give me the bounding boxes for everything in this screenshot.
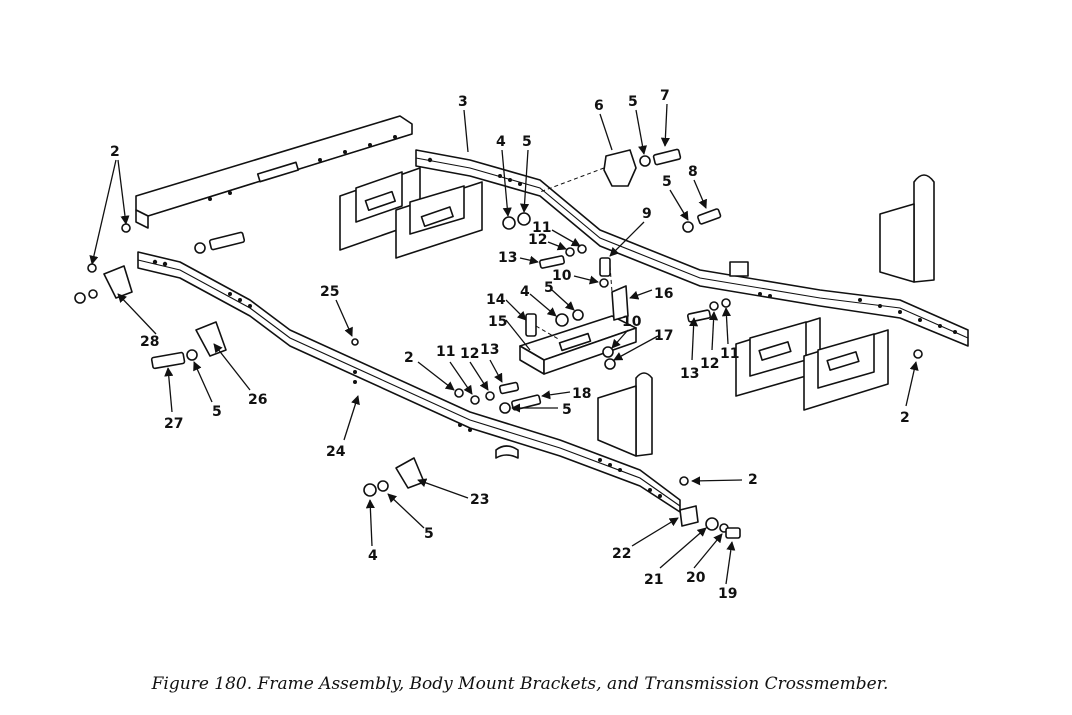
callout-5-b: 5 [628, 94, 638, 110]
callout-4-b: 4 [520, 284, 530, 300]
callout-26: 26 [248, 392, 267, 408]
leader-lines [89, 103, 919, 585]
hardware [74, 148, 923, 539]
callout-2-d: 2 [748, 472, 758, 488]
body-mount-bracket [803, 329, 889, 411]
callout-10-b: 10 [622, 314, 642, 330]
callout-2-c: 2 [404, 350, 414, 366]
callout-5-g: 5 [424, 526, 434, 542]
callout-12-b: 12 [700, 356, 719, 372]
callout-13-a: 13 [498, 250, 517, 266]
callout-23: 23 [470, 492, 489, 508]
callout-13-c: 13 [480, 342, 499, 358]
callout-27: 27 [164, 416, 183, 432]
center-tall-bracket [597, 372, 653, 457]
right-frame-rail [415, 149, 969, 347]
callout-9: 9 [642, 206, 652, 222]
callout-11-b: 11 [720, 346, 739, 362]
callout-21: 21 [644, 572, 663, 588]
callout-11-c: 11 [436, 344, 455, 360]
callout-11-a: 11 [532, 220, 551, 236]
callout-4-a: 4 [496, 134, 506, 150]
callout-28: 28 [140, 334, 159, 350]
callout-6: 6 [594, 98, 604, 114]
callout-12-a: 12 [528, 232, 547, 248]
callout-20: 20 [686, 570, 706, 586]
callout-16: 16 [654, 286, 673, 302]
crossmember-support [611, 285, 629, 321]
callout-22: 22 [612, 546, 631, 562]
callout-4-c: 4 [368, 548, 378, 564]
callout-24: 24 [326, 444, 346, 460]
callout-5-e: 5 [562, 402, 572, 418]
callout-5-d: 5 [544, 280, 554, 296]
transmission-crossmember [519, 315, 637, 375]
rear-tall-bracket [879, 174, 935, 283]
body-mount-bracket [395, 181, 483, 259]
callout-15: 15 [488, 314, 507, 330]
callout-25: 25 [320, 284, 339, 300]
callout-13-b: 13 [680, 366, 699, 382]
callout-10-a: 10 [552, 268, 572, 284]
callout-5-c: 5 [662, 174, 672, 190]
callout-2-b: 2 [900, 410, 910, 426]
figure-caption: Figure 180. Frame Assembly, Body Mount B… [151, 674, 889, 694]
callout-2-a: 2 [110, 144, 120, 160]
callout-7: 7 [660, 88, 670, 104]
callout-19: 19 [718, 586, 737, 602]
upper-side-rail [135, 115, 413, 229]
body-mount-bracket [735, 317, 821, 397]
callout-5-f: 5 [212, 404, 222, 420]
callout-5-a: 5 [522, 134, 532, 150]
callout-3: 3 [458, 94, 468, 110]
body-mount-bracket [339, 167, 421, 251]
callout-12-c: 12 [460, 346, 479, 362]
callout-labels: 2 3 4 5 6 5 7 5 8 9 11 12 13 10 16 14 4 … [110, 88, 910, 602]
callout-18: 18 [572, 386, 591, 402]
callout-14: 14 [486, 292, 506, 308]
callout-8: 8 [688, 164, 698, 180]
callout-17: 17 [654, 328, 673, 344]
alignment-lines [535, 167, 613, 341]
